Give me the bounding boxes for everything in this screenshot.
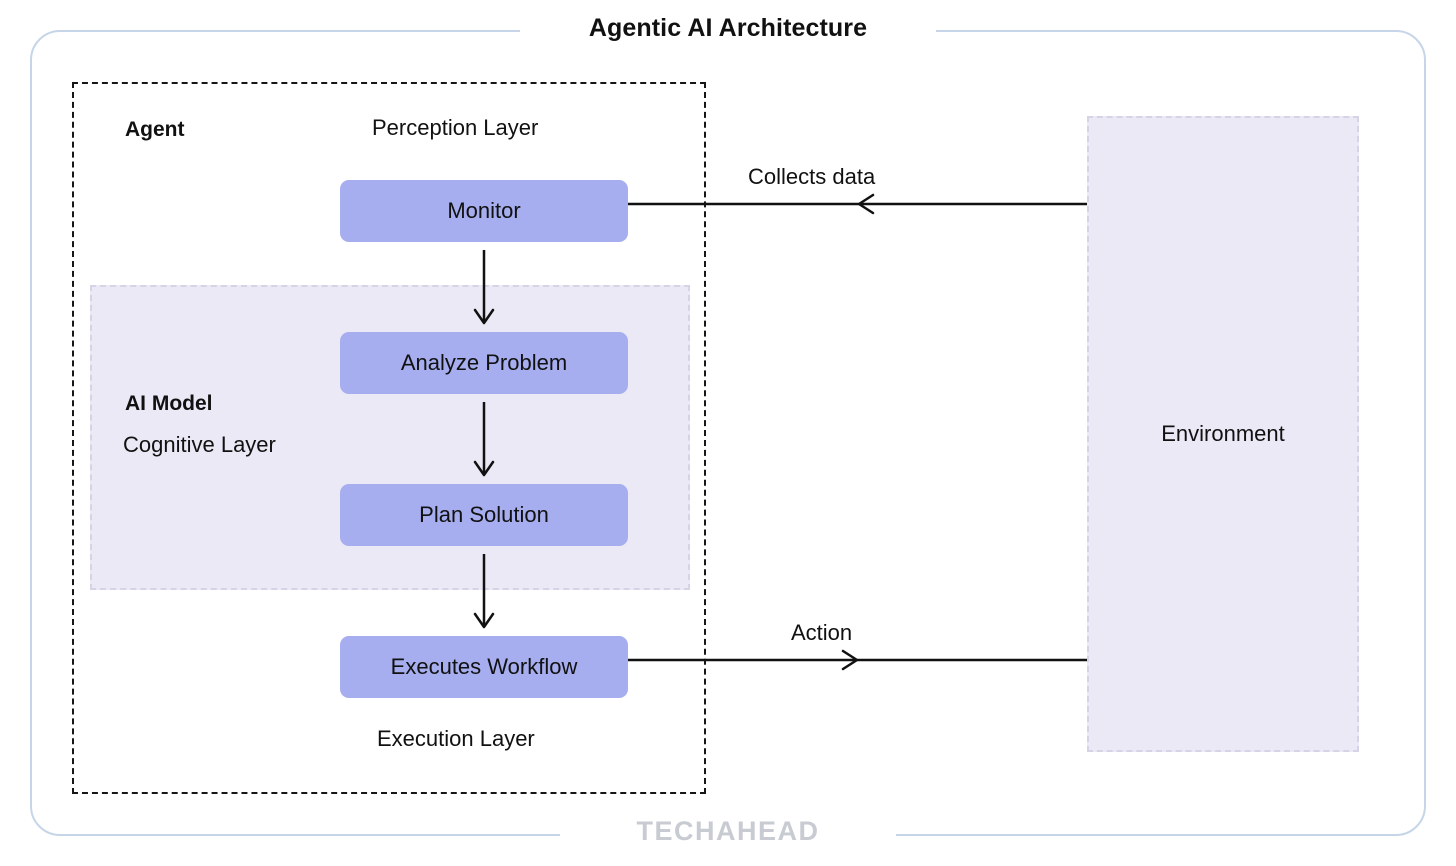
cognitive-layer-label: Cognitive Layer xyxy=(123,432,276,457)
node-monitor[interactable]: Monitor xyxy=(340,180,628,242)
node-executes-workflow[interactable]: Executes Workflow xyxy=(340,636,628,698)
edge-label-collects-data: Collects data xyxy=(748,164,876,189)
ai-model-label: AI Model xyxy=(125,392,213,415)
execution-layer-label: Execution Layer xyxy=(377,726,535,751)
agent-label: Agent xyxy=(125,118,185,141)
frame-gap-bottom xyxy=(560,816,896,852)
environment-container: Environment xyxy=(1087,116,1359,752)
techahead-watermark: TECHAHEAD xyxy=(636,816,820,846)
diagram-title: Agentic AI Architecture xyxy=(588,14,868,42)
edge-label-action: Action xyxy=(791,620,853,645)
node-analyze-problem[interactable]: Analyze Problem xyxy=(340,332,628,394)
perception-layer-label: Perception Layer xyxy=(372,115,539,140)
frame-gap-top xyxy=(520,14,936,48)
node-plan-solution[interactable]: Plan Solution xyxy=(340,484,628,546)
agent-container xyxy=(72,82,706,794)
